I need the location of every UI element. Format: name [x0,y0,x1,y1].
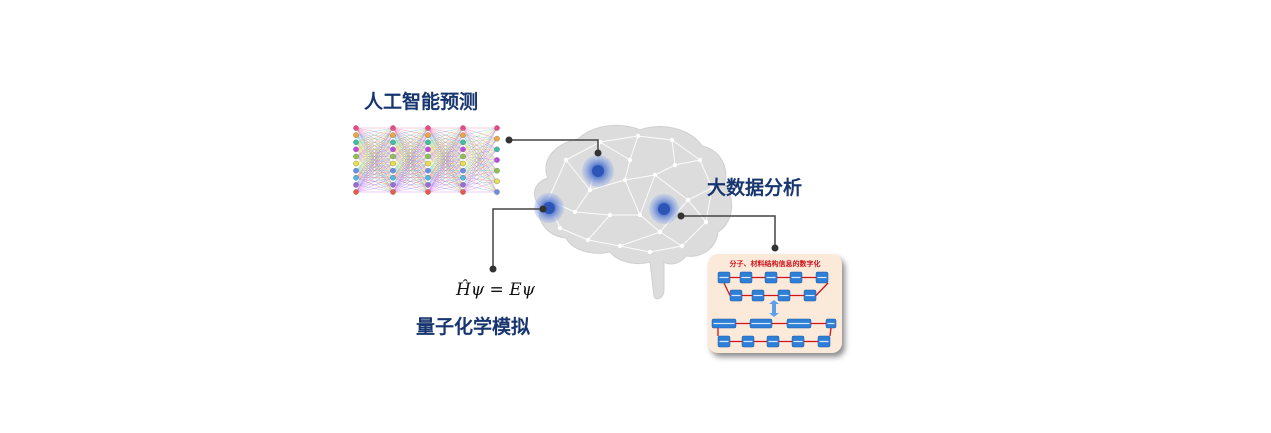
connector-bigdata-dot [677,212,685,220]
connector-ai-dot [505,136,513,144]
brain-illustration [533,124,733,300]
brain-node-ai-core [592,165,604,177]
connector-quantum [492,208,543,268]
neural-network-illustration [353,125,500,195]
digitization-card-title: 分子、材料结构信息的数字化 [729,260,821,268]
connector-ai-end-dot [594,149,602,157]
schrodinger-equation: Ĥψ = Eψ [456,280,535,300]
brain-node-quantum-core [543,202,555,214]
connector-quantum-end-dot [539,205,547,213]
digitization-flow-illustration [711,271,837,348]
label-big-data: 大数据分析 [707,177,803,199]
label-quantum-simulation: 量子化学模拟 [416,316,531,338]
label-ai-prediction: 人工智能预测 [364,91,479,113]
digitization-card: 分子、材料结构信息的数字化 [708,254,842,353]
brain-node-bigdata-core [658,203,670,215]
connector-bigdata-end-dot [771,244,779,252]
connector-quantum-dot [489,265,497,273]
connector-bigdata [681,215,776,247]
